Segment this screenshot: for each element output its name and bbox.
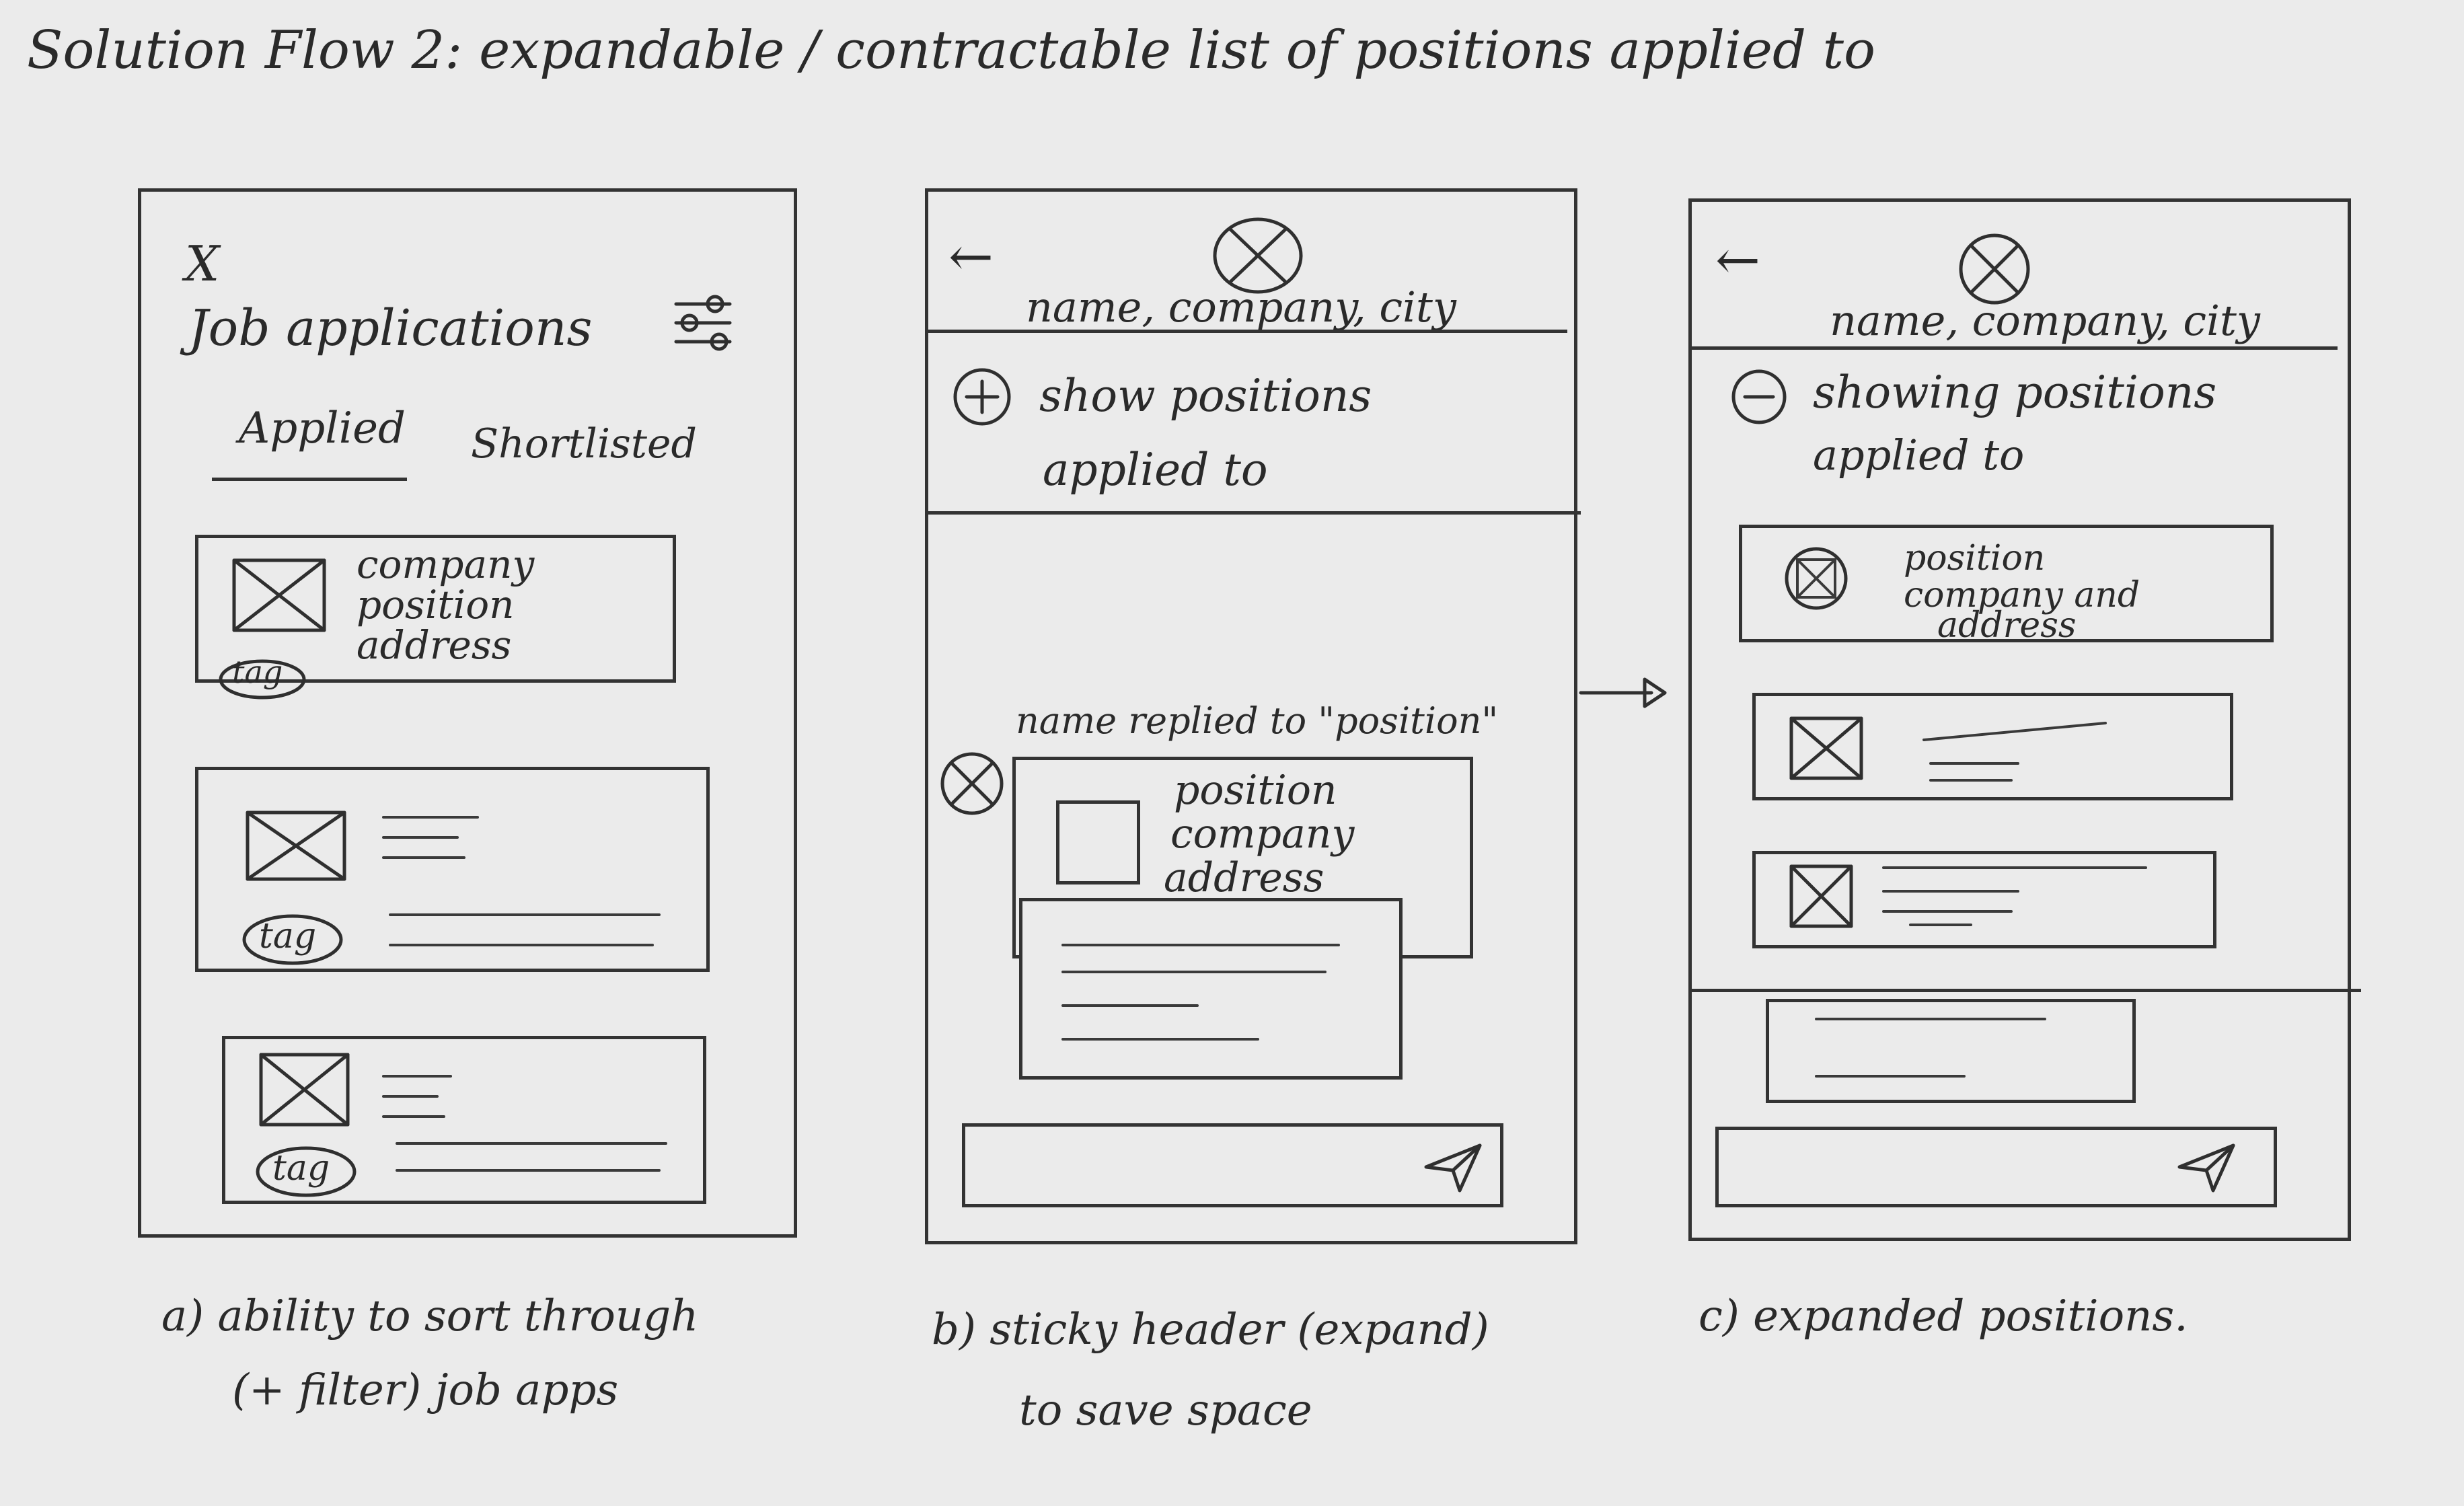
avatar-placeholder-icon xyxy=(1959,233,2030,305)
text-placeholder-lines xyxy=(1061,944,1340,1041)
caption-c-line1: c) expanded positions. xyxy=(1698,1291,2188,1341)
card-address: address xyxy=(357,622,512,668)
position-card[interactable] xyxy=(1752,693,2233,800)
message-preview: name replied to "position" xyxy=(1016,700,1499,742)
screen-a-heading: Job applications xyxy=(188,299,593,357)
card-company: company and xyxy=(1904,575,2140,615)
position-card[interactable] xyxy=(1752,851,2216,948)
card-position: position xyxy=(357,582,515,628)
tag-badge[interactable] xyxy=(252,1143,360,1201)
tab-applied[interactable]: Applied xyxy=(239,404,406,453)
caption-b-line1: b) sticky header (expand) xyxy=(932,1305,1489,1355)
page-title: Solution Flow 2: expandable / contractab… xyxy=(27,20,1875,81)
card-address: address xyxy=(1164,854,1324,901)
sticky-header-divider xyxy=(1688,989,2361,992)
back-arrow-icon[interactable]: ← xyxy=(948,225,994,288)
filter-icon[interactable] xyxy=(669,289,737,356)
message-input[interactable] xyxy=(962,1123,1503,1207)
placeholder-image xyxy=(1056,800,1140,884)
text-placeholder-lines xyxy=(382,816,661,946)
card-company: company xyxy=(1170,811,1355,858)
tab-applied-underline xyxy=(212,478,407,481)
screen-a-frame xyxy=(138,188,797,1238)
expand-plus-icon[interactable] xyxy=(952,367,1012,427)
tag-badge[interactable] xyxy=(239,911,346,969)
tag-label: tag xyxy=(232,654,283,690)
position-card[interactable] xyxy=(1739,525,2274,642)
screen-b-frame xyxy=(925,188,1577,1244)
sticky-header-divider xyxy=(928,511,1581,515)
message-bubble xyxy=(1019,898,1403,1080)
image-placeholder-icon xyxy=(259,1053,350,1127)
card-position: position xyxy=(1174,767,1337,814)
text-placeholder-lines xyxy=(1922,722,2107,782)
tag-label: tag xyxy=(259,916,317,956)
caption-b-line2: to save space xyxy=(1019,1386,1312,1435)
expand-label-line1[interactable]: showing positions xyxy=(1813,367,2217,418)
collapse-minus-icon[interactable] xyxy=(1729,367,1789,427)
conversation-header-text: name, company, city xyxy=(1830,296,2260,345)
card-company: company xyxy=(357,541,535,587)
header-divider xyxy=(1692,346,2338,350)
message-input[interactable] xyxy=(1715,1127,2277,1207)
text-placeholder-lines xyxy=(1815,1018,2046,1078)
message-bubble xyxy=(1766,999,2136,1103)
tab-shortlisted[interactable]: Shortlisted xyxy=(471,420,697,467)
card-position: position xyxy=(1904,538,2046,578)
text-placeholder-lines xyxy=(1882,866,2147,926)
sender-avatar-icon xyxy=(940,752,1004,815)
send-icon[interactable] xyxy=(2176,1140,2237,1194)
tag-badge[interactable] xyxy=(215,656,309,703)
expand-label-line2[interactable]: applied to xyxy=(1813,430,2025,480)
header-divider xyxy=(925,330,1567,333)
image-placeholder-icon xyxy=(1789,864,1853,928)
expand-label-line2[interactable]: applied to xyxy=(1043,444,1268,496)
image-placeholder-icon xyxy=(1785,547,1848,610)
image-placeholder-icon xyxy=(1789,716,1863,780)
image-placeholder-icon xyxy=(232,558,326,632)
application-card[interactable] xyxy=(195,767,710,972)
screen-c-frame xyxy=(1688,198,2351,1241)
send-icon[interactable] xyxy=(1423,1140,1483,1194)
application-card[interactable] xyxy=(222,1036,706,1204)
expand-label-line1[interactable]: show positions xyxy=(1039,370,1372,422)
tag-label: tag xyxy=(272,1148,330,1189)
text-placeholder-lines xyxy=(382,1075,667,1172)
application-card[interactable] xyxy=(195,535,676,683)
close-icon[interactable]: X xyxy=(185,235,220,292)
caption-a-line1: a) ability to sort through xyxy=(161,1291,699,1341)
back-arrow-icon[interactable]: ← xyxy=(1715,229,1761,291)
conversation-header-text: name, company, city xyxy=(1026,283,1456,332)
image-placeholder-icon xyxy=(246,811,346,881)
flow-arrow-icon xyxy=(1579,677,1667,708)
caption-a-line2: (+ filter) job apps xyxy=(232,1365,619,1415)
avatar-placeholder-icon xyxy=(1213,217,1303,294)
card-address: address xyxy=(1937,605,2077,646)
